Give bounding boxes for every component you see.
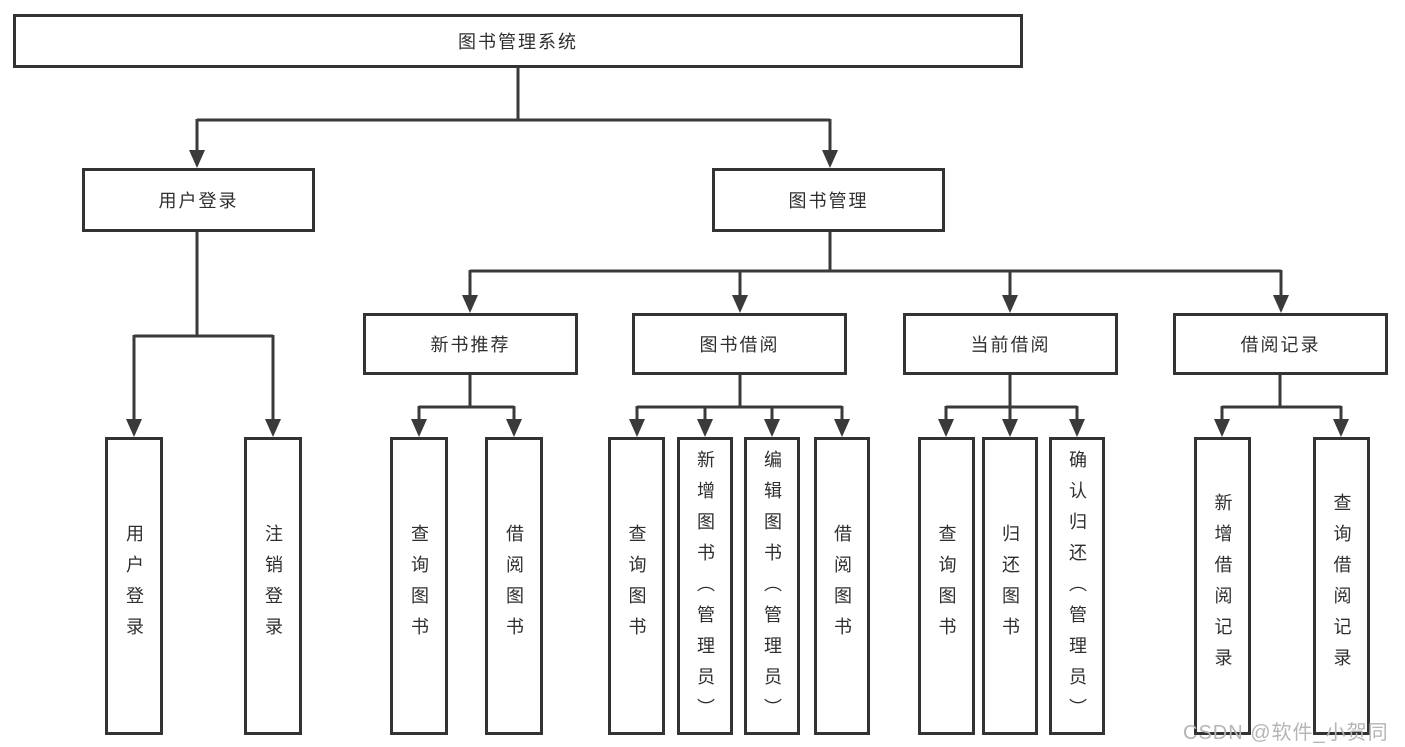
- leaf-add-book-admin: 新增图书（管理员）: [677, 437, 733, 735]
- connector-new-book-children: [417, 375, 516, 421]
- connector-records-children: [1220, 375, 1343, 421]
- leaf-add-borrow-record: 新增借阅记录: [1194, 437, 1251, 735]
- node-library-system: 图书管理系统: [13, 14, 1023, 68]
- leaf-confirm-return-admin: 确认归还（管理员）: [1049, 437, 1105, 735]
- node-book-borrowing: 图书借阅: [632, 313, 847, 375]
- leaf-borrow-books-borrowing: 借阅图书: [814, 437, 870, 735]
- leaf-borrow-books-recommend: 借阅图书: [485, 437, 543, 735]
- connector-user-login-children: [132, 232, 275, 421]
- csdn-watermark: CSDN @软件_小贺同学: [1183, 722, 1389, 744]
- arrowheads: [126, 150, 1349, 437]
- connector-current-children: [944, 375, 1079, 421]
- leaf-edit-book-admin: 编辑图书（管理员）: [744, 437, 800, 735]
- leaf-user-login: 用户登录: [105, 437, 163, 735]
- leaf-query-books-borrowing: 查询图书: [608, 437, 665, 735]
- connector-root-to-level2: [195, 68, 832, 152]
- leaf-query-books-current: 查询图书: [918, 437, 975, 735]
- node-book-management: 图书管理: [712, 168, 945, 232]
- leaf-logout: 注销登录: [244, 437, 302, 735]
- node-borrowing-records: 借阅记录: [1173, 313, 1388, 375]
- node-user-login-branch: 用户登录: [82, 168, 315, 232]
- connector-borrowing-children: [635, 375, 844, 421]
- node-new-book-recommendation: 新书推荐: [363, 313, 578, 375]
- node-current-borrowing: 当前借阅: [903, 313, 1118, 375]
- leaf-return-book: 归还图书: [982, 437, 1038, 735]
- leaf-query-borrow-record: 查询借阅记录: [1313, 437, 1370, 735]
- connector-book-mgmt-children: [468, 232, 1283, 297]
- leaf-query-books-recommend: 查询图书: [390, 437, 448, 735]
